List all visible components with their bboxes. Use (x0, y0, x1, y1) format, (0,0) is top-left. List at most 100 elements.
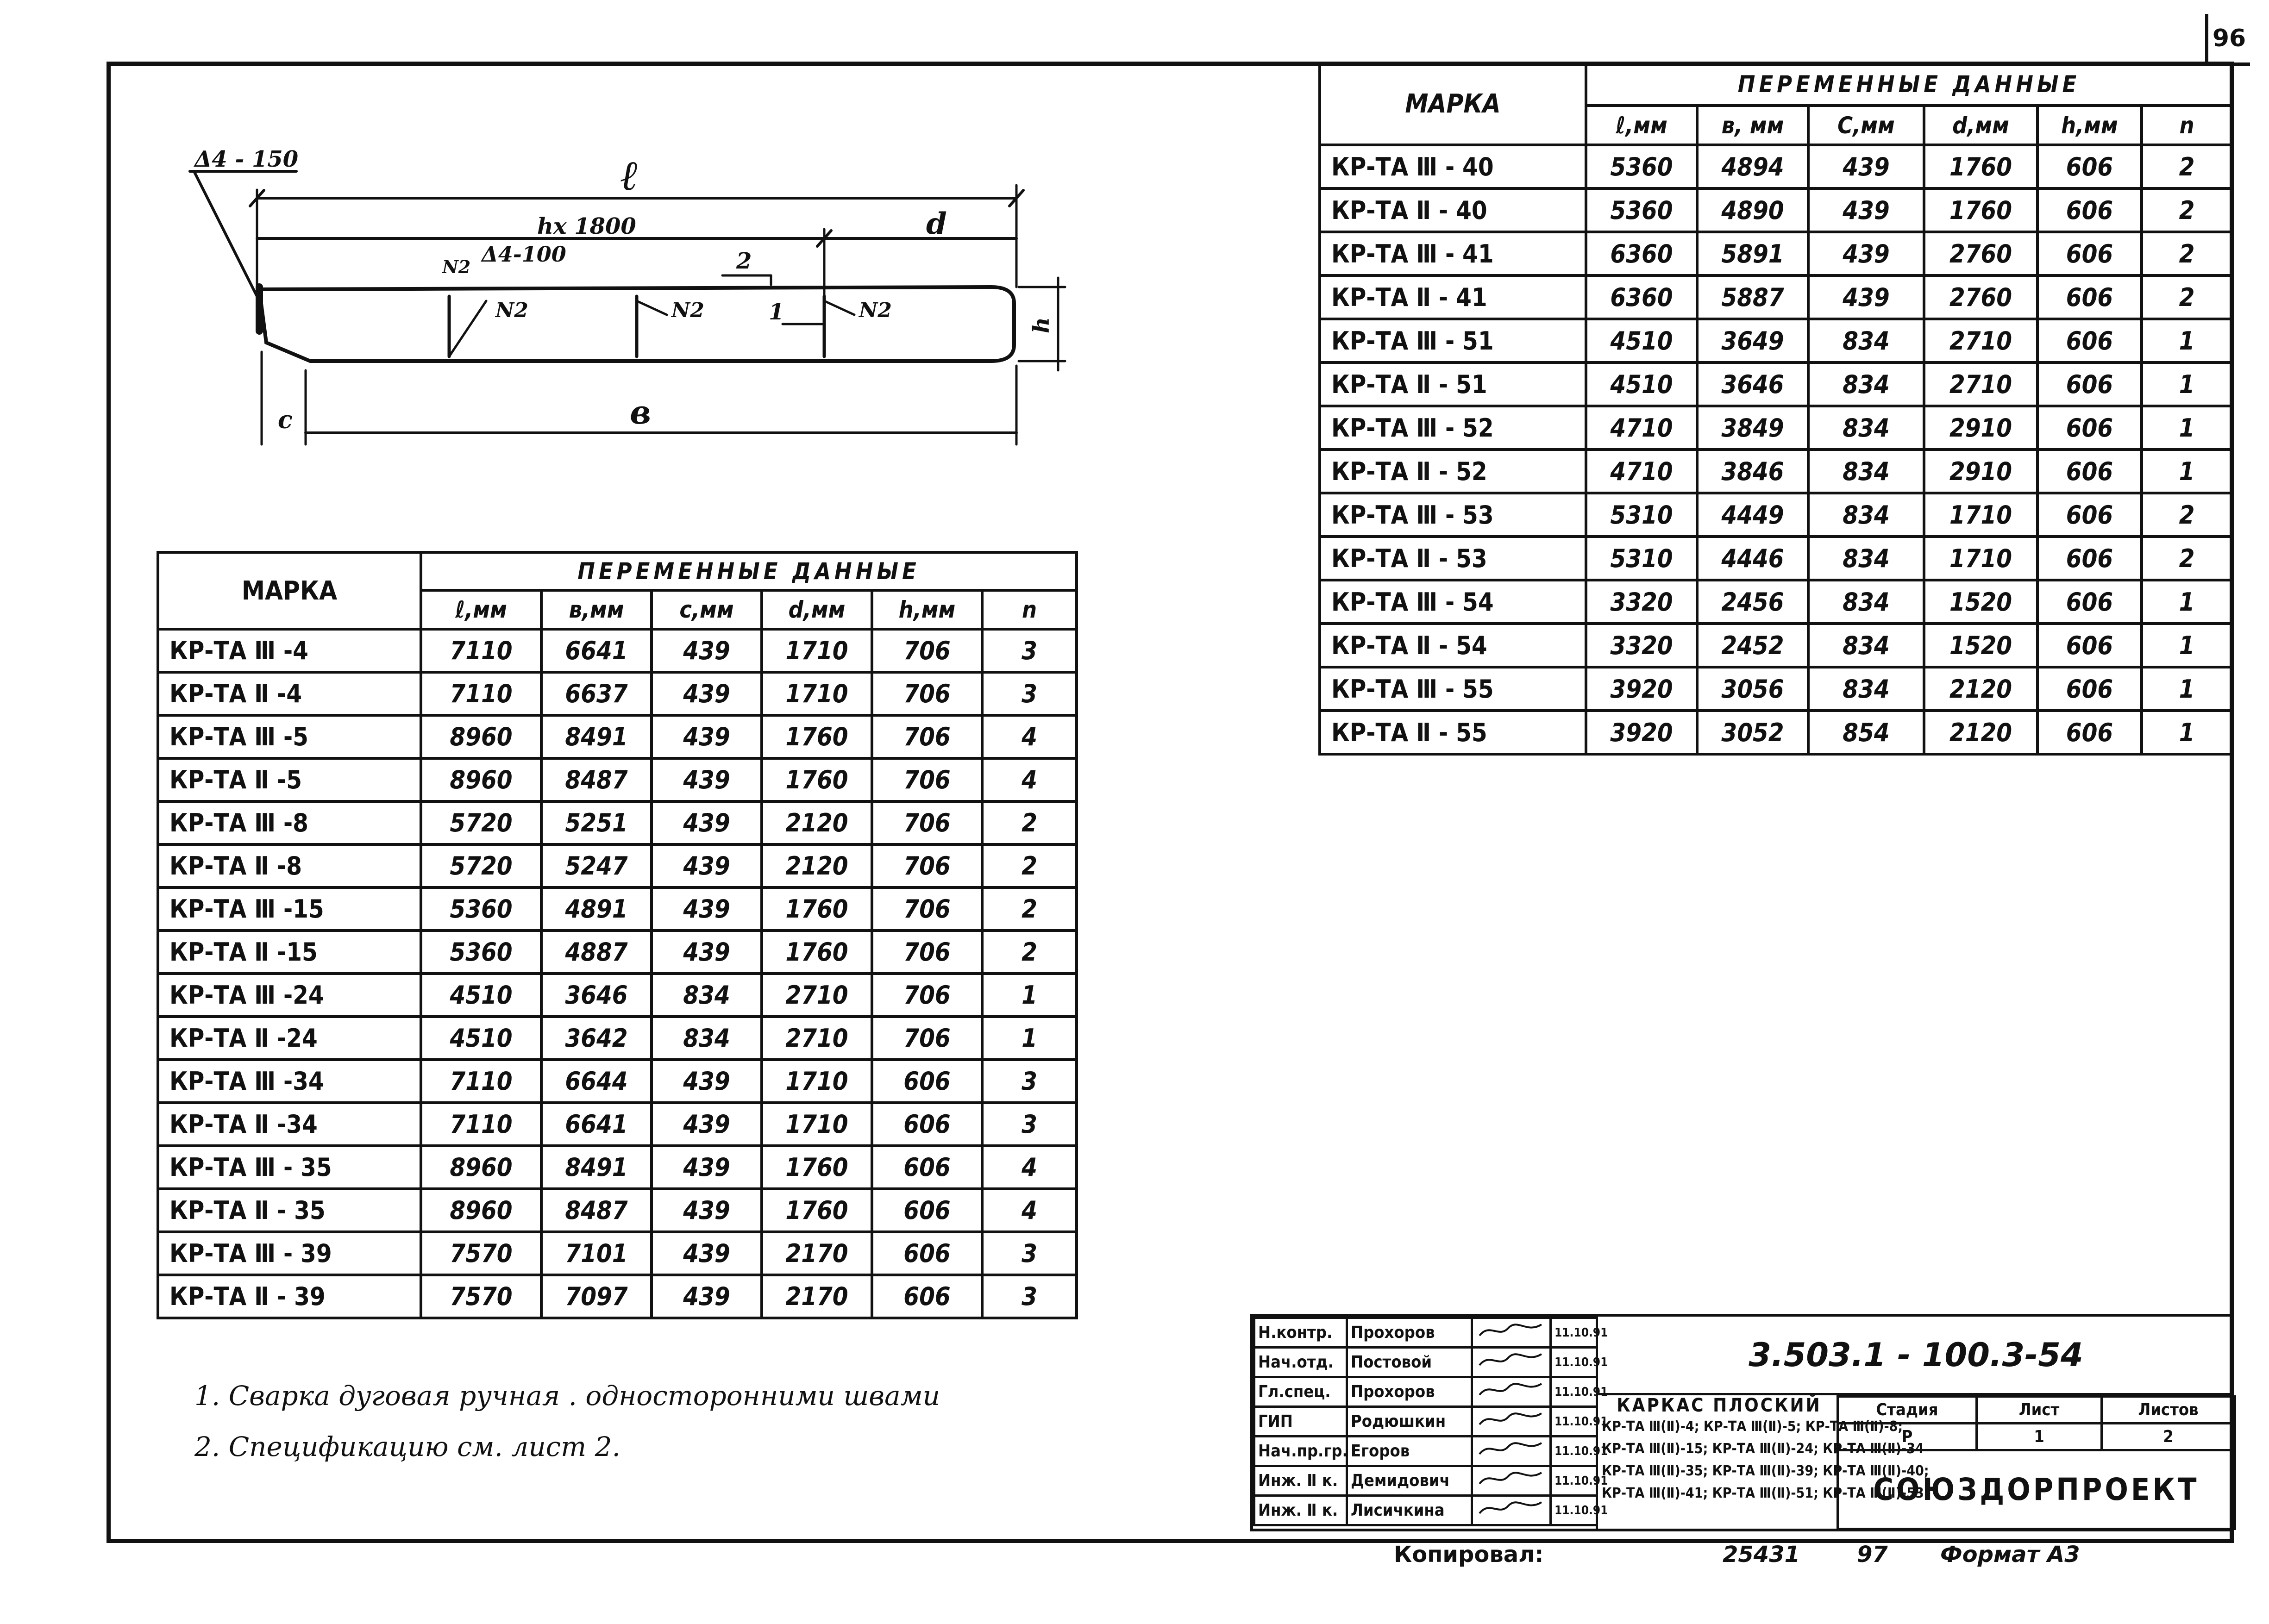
value-cell: 7570 (420, 1274, 543, 1319)
name-cell: Прохоров (1346, 1376, 1473, 1408)
mark-cell: КР-ТА Ⅲ - 39 (157, 1230, 422, 1276)
value-cell: 4 (981, 757, 1078, 803)
date-cell: 11.10.91 (1549, 1346, 1608, 1378)
value-cell: 1710 (1923, 535, 2039, 581)
value-cell: 439 (1807, 274, 1925, 320)
drawing-frame (107, 62, 2234, 1543)
signature (1471, 1317, 1552, 1349)
value-cell: 2760 (1923, 231, 2039, 277)
value-cell: 1 (2140, 405, 2233, 451)
column-header: h,мм (871, 589, 984, 631)
page-number: 96 (2205, 14, 2250, 66)
value-cell: 706 (871, 843, 984, 889)
value-cell: 1760 (760, 886, 873, 932)
value-cell: 2710 (1923, 318, 2039, 364)
value-cell: 439 (650, 1144, 763, 1190)
value-cell: 7097 (540, 1274, 653, 1319)
value-cell: 1760 (1923, 144, 2039, 190)
value-cell: 2120 (1923, 709, 2039, 756)
value-cell: 706 (871, 671, 984, 717)
mark-cell: КР-ТА Ⅲ - 53 (1318, 492, 1587, 538)
mark-cell: КР-ТА Ⅱ - 53 (1318, 535, 1587, 581)
value-cell: 834 (1807, 492, 1925, 538)
value-cell: 7110 (420, 1101, 543, 1147)
value-cell: 439 (650, 1274, 763, 1319)
value-cell: 8491 (540, 1144, 653, 1190)
mark-cell: КР-ТА Ⅲ -5 (157, 714, 422, 760)
value-cell: 439 (1807, 144, 1925, 190)
value-cell: 3320 (1585, 622, 1699, 668)
value-cell: 706 (871, 714, 984, 760)
value-cell: 8960 (420, 1144, 543, 1190)
ref-2-label: 2 (736, 248, 752, 274)
value-cell: 3849 (1696, 405, 1810, 451)
value-cell: 2 (981, 843, 1078, 889)
mark-header: МАРКА (1318, 62, 1587, 146)
value-cell: 2710 (1923, 361, 2039, 407)
value-cell: 1 (981, 1015, 1078, 1061)
value-cell: 606 (871, 1058, 984, 1104)
value-cell: 4710 (1585, 405, 1699, 451)
date-cell: 11.10.91 (1549, 1317, 1608, 1349)
mark-cell: КР-ТА Ⅲ - 52 (1318, 405, 1587, 451)
value-cell: 1760 (760, 1187, 873, 1233)
mark-cell: КР-ТА Ⅱ - 40 (1318, 187, 1587, 233)
value-cell: 606 (871, 1144, 984, 1190)
value-cell: 6637 (540, 671, 653, 717)
value-cell: 2910 (1923, 448, 2039, 494)
value-cell: 2760 (1923, 274, 2039, 320)
value-cell: 4891 (540, 886, 653, 932)
n2-label-d: N2 (858, 299, 892, 322)
n2-label-b: N2 (495, 299, 528, 322)
signature (1471, 1465, 1552, 1497)
sheets-label: Листов (2100, 1395, 2236, 1424)
n2-label-c: N2 (671, 299, 704, 322)
value-cell: 1760 (760, 1144, 873, 1190)
role-cell: Гл.спец. (1253, 1376, 1348, 1408)
mark-cell: КР-ТА Ⅱ - 41 (1318, 274, 1587, 320)
value-cell: 706 (871, 972, 984, 1018)
mark-cell: КР-ТА Ⅲ -4 (157, 628, 422, 674)
value-cell: 4894 (1696, 144, 1810, 190)
value-cell: 8487 (540, 757, 653, 803)
value-cell: 4510 (1585, 318, 1699, 364)
value-cell: 439 (650, 800, 763, 846)
value-cell: 606 (2036, 709, 2143, 756)
value-cell: 439 (650, 671, 763, 717)
role-cell: Инж. Ⅱ к. (1253, 1494, 1348, 1526)
value-cell: 3920 (1585, 709, 1699, 756)
value-cell: 606 (871, 1101, 984, 1147)
value-cell: 4887 (540, 929, 653, 975)
value-cell: 834 (1807, 318, 1925, 364)
value-cell: 3 (981, 1230, 1078, 1276)
notes: 1. Сварка дуговая ручная . односторонним… (194, 1370, 940, 1472)
value-cell: 4710 (1585, 448, 1699, 494)
value-cell: 1 (2140, 579, 2233, 625)
dim-c-label: c (278, 406, 293, 434)
value-cell: 834 (1807, 622, 1925, 668)
value-cell: 834 (1807, 405, 1925, 451)
name-cell: Постовой (1346, 1346, 1473, 1378)
dim-d-label: d (926, 206, 947, 241)
value-cell: 7101 (540, 1230, 653, 1276)
value-cell: 834 (1807, 361, 1925, 407)
value-cell: 6360 (1585, 274, 1699, 320)
title-line: КР-ТА Ⅲ(Ⅱ)-41; КР-ТА Ⅲ(Ⅱ)-51; КР-ТА Ⅲ(Ⅱ)… (1602, 1485, 1924, 1501)
value-cell: 7110 (420, 671, 543, 717)
value-cell: 2 (2140, 231, 2233, 277)
name-cell: Демидович (1346, 1465, 1473, 1497)
value-cell: 1 (2140, 709, 2233, 756)
